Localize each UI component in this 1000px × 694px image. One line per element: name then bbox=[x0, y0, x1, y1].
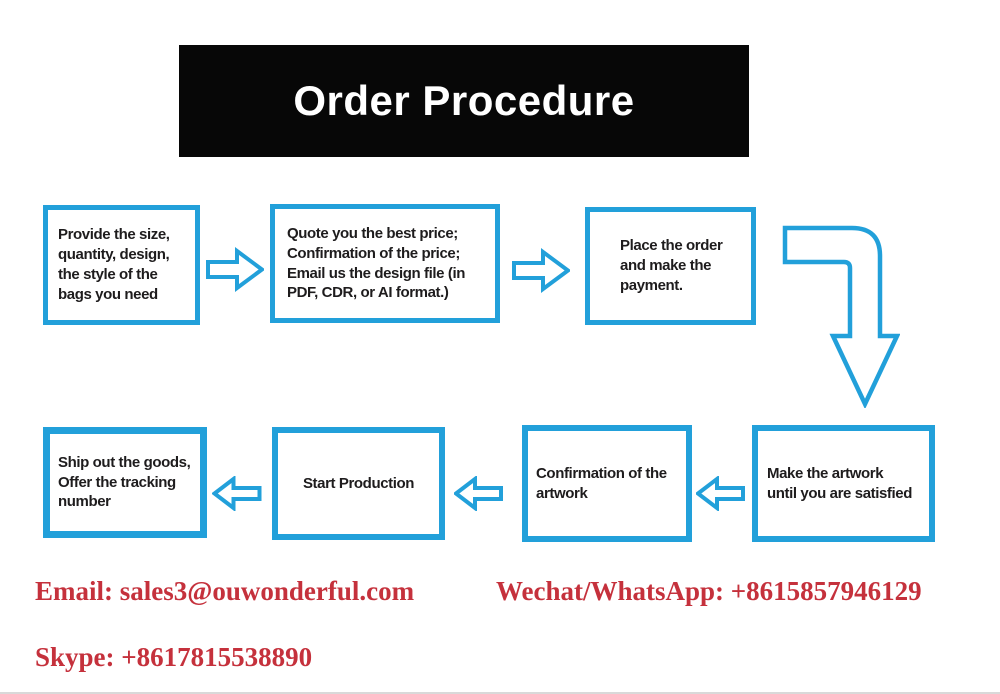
arrow-left-icon bbox=[212, 476, 262, 511]
flow-box-place-order: Place the order and make the payment. bbox=[585, 207, 756, 325]
title-banner: Order Procedure bbox=[179, 45, 749, 157]
flow-box-quote-price: Quote you the best price; Confirmation o… bbox=[270, 204, 500, 323]
flow-box-confirm-artwork: Confirmation of the artwork bbox=[522, 425, 692, 542]
flow-box-place-order-text: Place the order and make the payment. bbox=[620, 237, 723, 294]
arrow-turn-down-icon bbox=[782, 225, 900, 408]
arrow-left-icon bbox=[696, 476, 745, 511]
flow-box-confirm-artwork-text: Confirmation of the artwork bbox=[536, 464, 667, 502]
flow-box-ship-goods-text: Ship out the goods, Offer the tracking n… bbox=[58, 453, 191, 511]
page-title: Order Procedure bbox=[293, 77, 635, 124]
flow-box-make-artwork-text: Make the artwork until you are satisfied bbox=[767, 464, 913, 502]
arrow-right-icon bbox=[512, 248, 570, 293]
contact-skype: Skype: +8617815538890 bbox=[35, 642, 313, 672]
contact-email: Email: sales3@ouwonderful.com bbox=[35, 576, 415, 606]
arrow-right-icon bbox=[206, 247, 264, 292]
flow-box-make-artwork: Make the artwork until you are satisfied bbox=[752, 425, 935, 542]
arrow-left-icon bbox=[454, 476, 503, 511]
flow-box-quote-price-text: Quote you the best price; Confirmation o… bbox=[287, 224, 465, 302]
flow-box-provide-details-text: Provide the size, quantity, design, the … bbox=[58, 226, 170, 303]
contact-wechat-whatsapp: Wechat/WhatsApp: +8615857946129 bbox=[496, 576, 922, 606]
flow-box-ship-goods: Ship out the goods, Offer the tracking n… bbox=[43, 427, 207, 538]
flow-box-provide-details: Provide the size, quantity, design, the … bbox=[43, 205, 200, 325]
flow-box-start-production: Start Production bbox=[272, 427, 445, 540]
flow-box-start-production-text: Start Production bbox=[302, 474, 415, 492]
